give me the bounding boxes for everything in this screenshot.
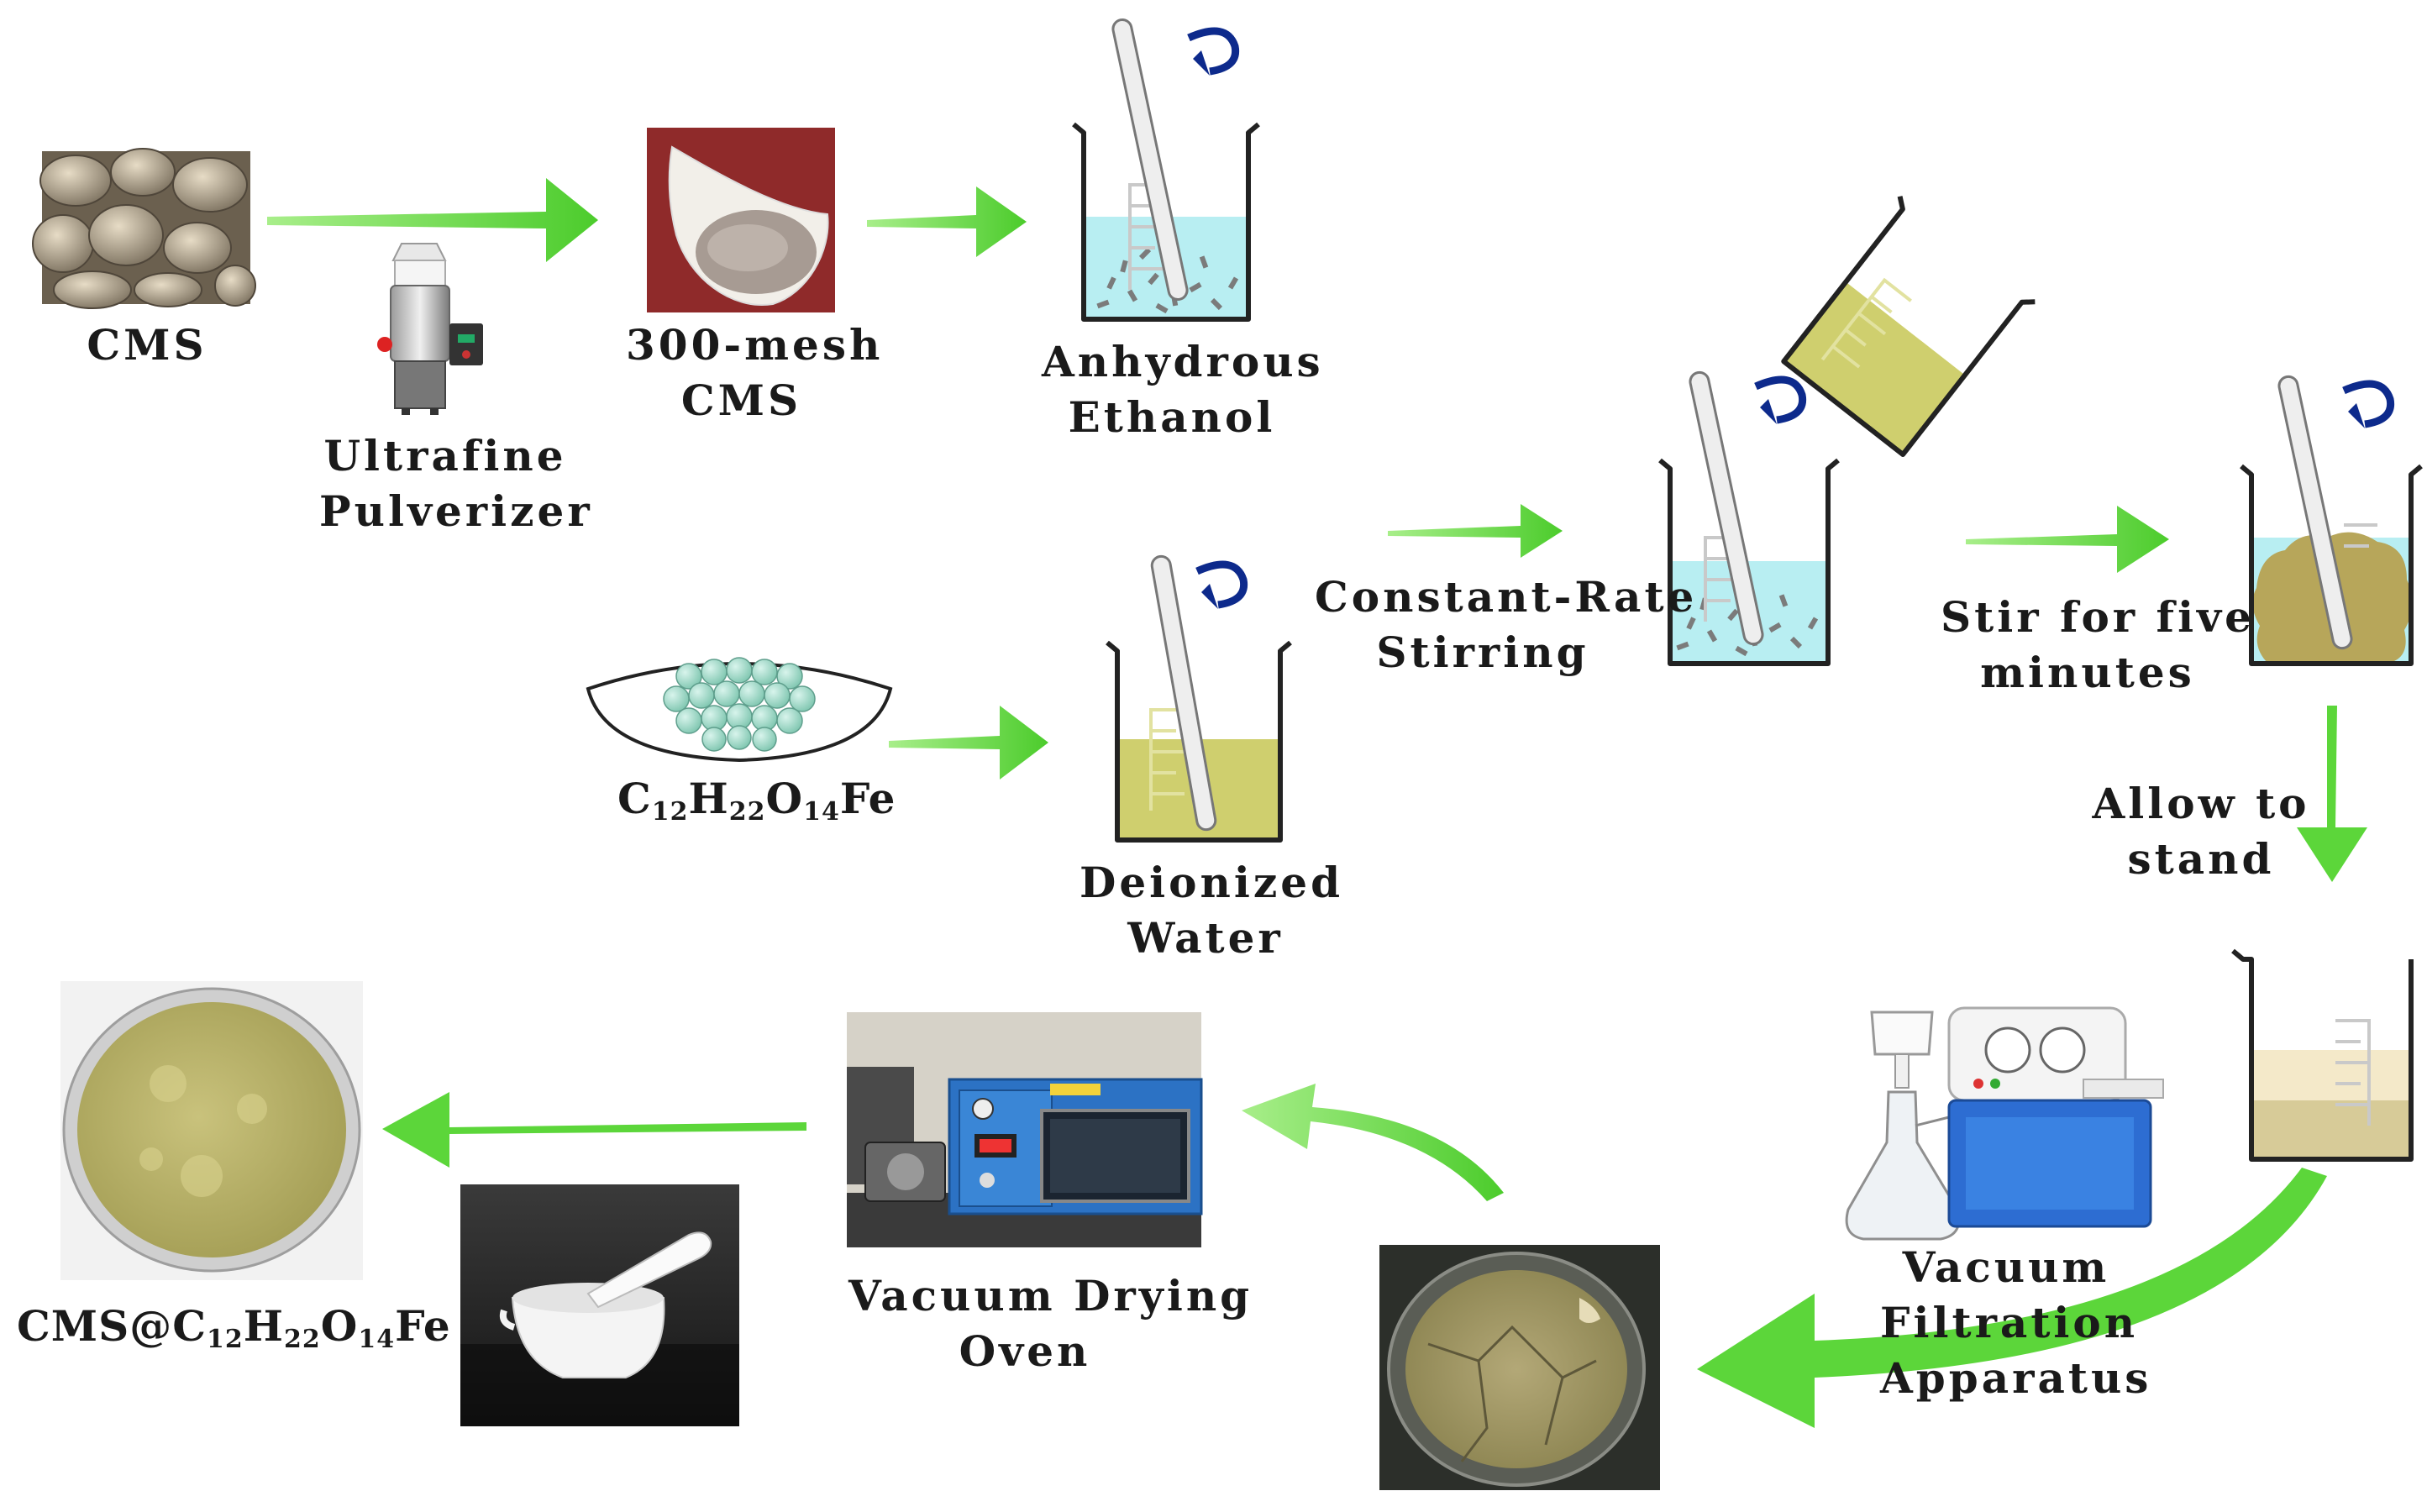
cms-rocks-photo [32, 148, 256, 309]
label-anhydrous-ethanol: Anhydrous Ethanol [1042, 337, 1324, 442]
label-constant-rate-stirring: Constant-Rate Stirring [1315, 572, 1698, 677]
beaker-stirring [1658, 370, 1840, 666]
label-vacuum-drying-oven: Vacuum Drying Oven [848, 1271, 1253, 1376]
label-stir-five-minutes: Stir for five minutes [1941, 592, 2255, 697]
beaker-deionized-water [1106, 554, 1292, 843]
final-product-photo [60, 981, 363, 1280]
filter-cake-photo [1379, 1245, 1660, 1490]
arrow-to-stir-five [1966, 506, 2169, 573]
beaker-mixture [2240, 375, 2423, 666]
arrow-to-oven [1242, 1084, 1504, 1201]
beaker-ethanol [1072, 18, 1260, 322]
arrow-cms-to-mesh [267, 178, 598, 262]
arrow-to-stirring [1388, 504, 1563, 558]
arrow-to-filter-cake [1697, 1168, 2327, 1428]
label-cms: CMS [87, 320, 208, 370]
arrow-mesh-to-ethanol [867, 186, 1027, 257]
ground-cms-powder-photo [647, 128, 835, 312]
arrow-to-product [382, 1092, 806, 1168]
label-ferrous-gluconate: C12H22O14Fe [617, 774, 896, 827]
vacuum-filtration-apparatus-image [1845, 1006, 2164, 1241]
label-final-product: CMS@C12H22O14Fe [17, 1301, 451, 1354]
arrow-allow-stand [2297, 706, 2367, 882]
beaker-standing [2231, 948, 2414, 1162]
label-vacuum-filtration: Vacuum Filtration Apparatus [1880, 1242, 2152, 1403]
arrow-chem-to-water [889, 706, 1048, 780]
label-deionized-water: Deionized Water [1080, 858, 1344, 963]
ferrous-gluconate-dish [586, 657, 893, 763]
ultrafine-pulverizer-image [377, 243, 483, 415]
label-pulverizer: Ultrafine Pulverizer [319, 431, 593, 536]
mortar-pestle-photo [460, 1184, 739, 1426]
flow-arrows [267, 178, 2367, 1428]
vacuum-drying-oven-photo [847, 1012, 1203, 1247]
label-300-mesh: 300-mesh CMS [626, 320, 884, 425]
label-allow-to-stand: Allow to stand [2092, 779, 2310, 884]
beaker-pouring [1781, 196, 2036, 458]
